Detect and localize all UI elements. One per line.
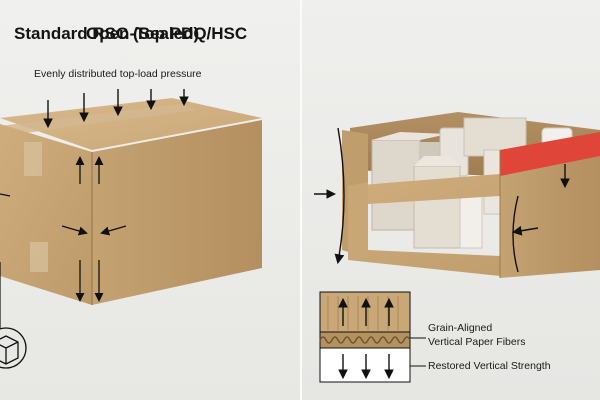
open-top-box [314,112,600,278]
legend-label-strength: Restored Vertical Strength [428,360,551,372]
legend-flute-wave [319,336,411,344]
legend-down-arrows [338,354,394,380]
bulge-arrow [334,127,345,265]
left-panel-title: Standard RSC (Sealed) [14,24,200,43]
box-front-left [348,182,368,260]
tape-patch [24,142,42,176]
panel-divider [300,0,302,400]
box-top-face [0,98,262,150]
legend-up-arrows [338,297,394,326]
legend-label-grain: Grain-Aligned [428,322,493,334]
legend-label-fibers: Vertical Paper Fibers [428,336,526,348]
right-panel-title: Open-Top PDQ/HSC [86,24,248,43]
top-load-arrows [43,89,189,129]
box-front-face [0,124,92,305]
edge-mark [0,193,11,197]
product-box-top [372,132,448,140]
corrugated-legend [319,291,426,383]
sealed-box [0,89,262,369]
edge-arrows [61,156,127,302]
top-load-annotation: Evenly distributed top-load pressure [34,68,202,80]
box-outline-icon [0,327,27,369]
inward-pressure-arrow [511,225,539,236]
legend-fiber-block [319,291,411,333]
tape-patch [30,242,48,272]
highlighted-rim [500,132,600,176]
product-pouch-top [414,156,460,166]
box-side-face [92,120,262,305]
legend-strength-block [319,347,411,383]
legend-flute-band [319,331,411,349]
